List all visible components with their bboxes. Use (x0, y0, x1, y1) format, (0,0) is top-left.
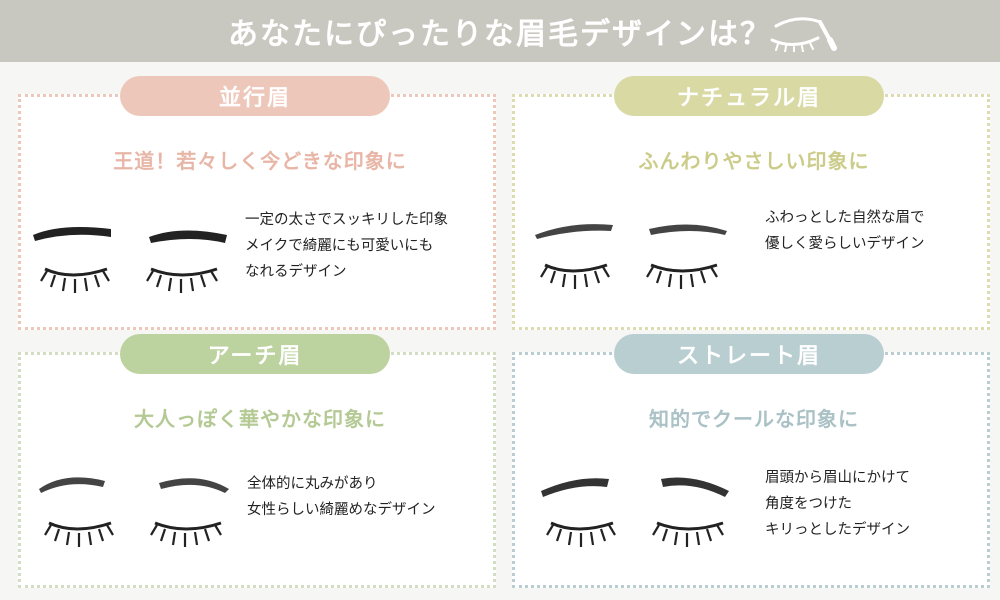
arch-brow-eyes-icon (39, 477, 229, 547)
card-natural: ふんわりやさしい印象に ふわっとした自然な眉で 優しく愛らしいデザイン (512, 94, 990, 330)
natural-brow-eyes-icon (535, 224, 727, 289)
eye-brow-icon (770, 17, 837, 52)
page-title: あなたにぴったりな眉毛デザインは？ (228, 17, 772, 52)
card-parallel: 王道！若々しく今どきな印象に 一定の太さでスッキリした印象 メイクで綺麗にも可愛… (18, 94, 496, 330)
card-description: 眉頭から眉山にかけて 角度をつけた キリっとしたデザイン (765, 470, 910, 538)
card-description: 一定の太さでスッキリした印象 メイクで綺麗にも可愛いにも なれるデザイン (245, 212, 448, 280)
header-banner: あなたにぴったりな眉毛デザインは？ (0, 0, 1000, 62)
card-subtitle: ふんわりやさしい印象に (638, 149, 870, 173)
card-straight: 知的でクールな印象に 眉頭から眉山にかけて 角度をつけた キリっとしたデザイン (512, 352, 990, 588)
card-label-arch: アーチ眉 (120, 334, 390, 374)
card-subtitle: 王道！若々しく今どきな印象に (113, 149, 407, 173)
straight-brow-eyes-icon (541, 477, 729, 547)
card-subtitle: 知的でクールな印象に (649, 407, 859, 431)
card-label-natural: ナチュラル眉 (614, 76, 884, 116)
card-arch: 大人っぽく華やかな印象に 全体的に丸みがあり 女性らしい綺麗めなデザイン (18, 352, 496, 588)
card-description: ふわっとした自然な眉で 優しく愛らしいデザイン (765, 210, 925, 252)
card-label-straight: ストレート眉 (614, 334, 884, 374)
parallel-brow-eyes-icon (33, 227, 227, 293)
card-description: 全体的に丸みがあり 女性らしい綺麗めなデザイン (247, 476, 436, 518)
card-label-parallel: 並行眉 (120, 76, 390, 116)
card-subtitle: 大人っぽく華やかな印象に (134, 407, 386, 431)
